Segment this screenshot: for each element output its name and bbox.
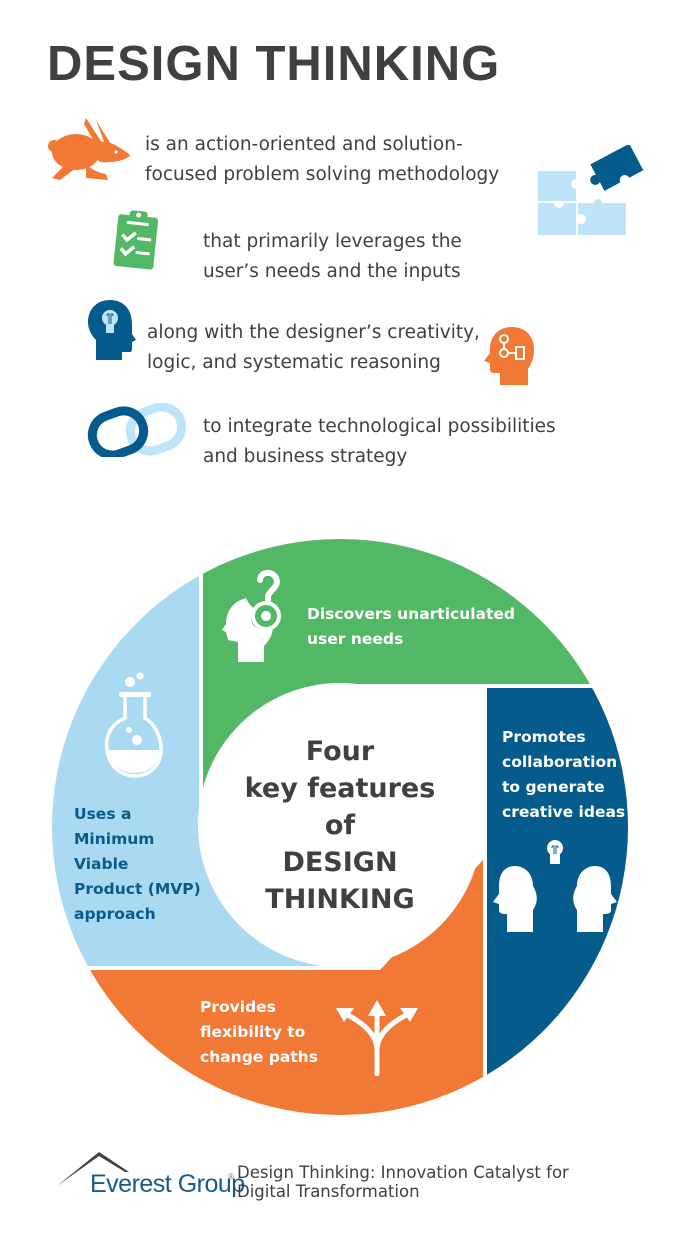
segment-line: Provides: [200, 998, 276, 1016]
page-title: DESIGN THINKING: [47, 37, 501, 91]
definition-text: is an action-oriented and solution-: [145, 134, 463, 155]
definition-line-4: to integrate technological possibilities…: [203, 412, 556, 472]
puzzle-pieces-icon: [538, 145, 644, 235]
segment-line: Product (MVP): [74, 880, 201, 898]
head-question-mark-icon: [222, 570, 281, 662]
segment-line: to generate: [502, 778, 605, 796]
chain-link-icon: [87, 403, 187, 457]
definition-text: and business strategy: [203, 446, 408, 467]
center-line: of: [324, 810, 356, 841]
definition-text: focused problem solving methodology: [145, 164, 500, 185]
segment-discover-text: Discovers unarticulated user needs: [307, 602, 515, 652]
definition-text: along with the designer’s creativity,: [147, 322, 480, 343]
flask-icon: [104, 672, 163, 778]
segment-line: user needs: [307, 630, 404, 648]
head-flowchart-icon: [484, 327, 534, 385]
head-lightbulb-icon: [88, 300, 136, 360]
segment-flexibility-text: Provides flexibility to change paths: [200, 995, 318, 1070]
clipboard-checklist-icon: [113, 210, 159, 270]
segment-line: flexibility to: [200, 1023, 306, 1041]
center-line: Four: [305, 736, 375, 767]
definition-text: user’s needs and the inputs: [203, 261, 461, 282]
segment-line: approach: [74, 905, 156, 923]
footer-caption-line: Digital Transformation: [237, 1182, 420, 1201]
segment-line: Uses a: [74, 805, 132, 823]
definition-text: that primarily leverages the: [203, 231, 462, 252]
footer-caption-line: Design Thinking: Innovation Catalyst for: [237, 1163, 569, 1182]
segment-mvp-text: Uses a Minimum Viable Product (MVP) appr…: [74, 802, 201, 927]
segment-line: creative ideas: [502, 803, 626, 821]
segment-line: Discovers unarticulated: [307, 605, 516, 623]
definition-line-2: that primarily leverages the user’s need…: [203, 227, 462, 287]
everest-mountain-logo-icon: [57, 1152, 129, 1186]
center-line: key features: [244, 773, 436, 804]
footer-brand: Everest Group: [90, 1170, 245, 1198]
segment-line: change paths: [200, 1048, 318, 1066]
center-line: DESIGN: [282, 847, 398, 878]
definition-line-3: along with the designer’s creativity, lo…: [147, 318, 480, 378]
registered-mark: ®: [228, 1172, 234, 1181]
branching-arrows-icon: [336, 1000, 418, 1076]
segment-collaborate-text: Promotes collaboration to generate creat…: [502, 725, 625, 825]
footer-caption: Design Thinking: Innovation Catalyst for…: [237, 1163, 569, 1201]
segment-line: Promotes: [502, 728, 586, 746]
definition-line-1: is an action-oriented and solution- focu…: [145, 130, 499, 190]
running-rabbit-icon: [48, 118, 130, 180]
two-heads-lightbulb-icon: [493, 840, 617, 932]
definition-text: to integrate technological possibilities: [203, 416, 556, 437]
segment-line: Minimum: [74, 830, 155, 848]
segment-line: collaboration: [502, 753, 618, 771]
diagram-center-title: Four key features of DESIGN THINKING: [230, 733, 450, 918]
segment-line: Viable: [74, 855, 129, 873]
definition-text: logic, and systematic reasoning: [147, 352, 441, 373]
center-line: THINKING: [265, 884, 415, 915]
